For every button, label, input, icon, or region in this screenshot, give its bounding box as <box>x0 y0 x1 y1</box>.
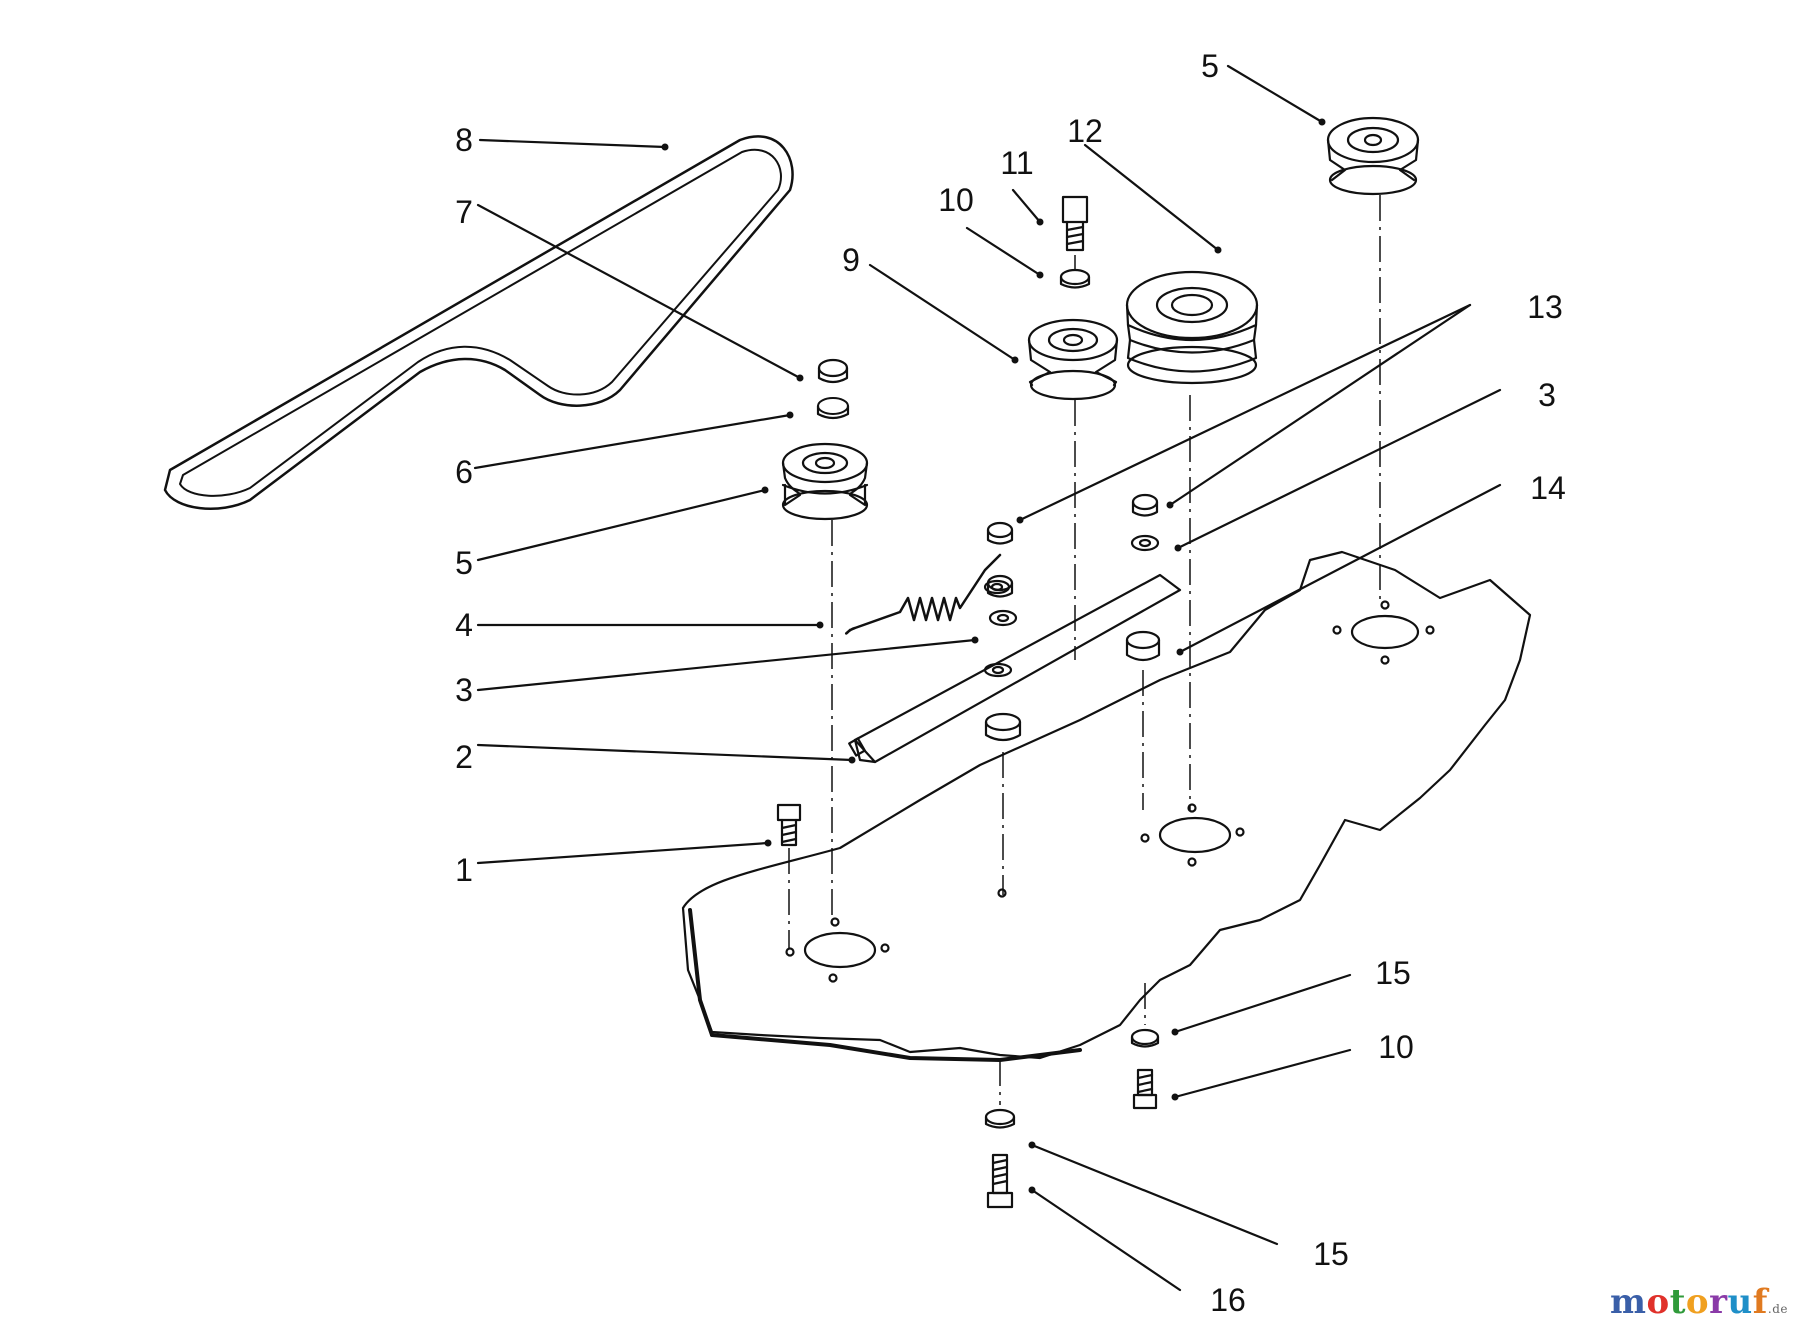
pulley-9 <box>1027 318 1119 401</box>
watermark-letter: m <box>1610 1282 1647 1322</box>
watermark-letter: o <box>1646 1282 1670 1322</box>
callout-15-right: 15 <box>1375 955 1411 991</box>
nut-7 <box>817 358 849 378</box>
bolt-11 <box>1061 195 1089 252</box>
callout-13: 13 <box>1527 289 1563 325</box>
washer-3-left <box>988 609 1018 627</box>
spacer-left <box>984 712 1022 742</box>
watermark-letter: f <box>1752 1282 1768 1322</box>
washer-15-bottom <box>984 1108 1016 1126</box>
washer-15-right <box>1130 1028 1160 1046</box>
callout-10-bottom: 10 <box>1378 1029 1414 1065</box>
nut-13-left <box>986 521 1014 545</box>
tension-spring <box>844 553 1002 635</box>
callout-3-right: 3 <box>1538 377 1556 413</box>
callout-6: 6 <box>455 454 473 490</box>
bolt-16 <box>986 1153 1014 1209</box>
washer-3-right <box>1130 534 1160 552</box>
watermark-letter: o <box>1685 1282 1710 1322</box>
drive-belt <box>163 135 794 510</box>
deck-hole-center <box>1140 803 1245 867</box>
spacer-14 <box>1125 630 1161 662</box>
watermark-logo: motoruf.de <box>1610 1282 1788 1322</box>
callout-7: 7 <box>455 194 473 230</box>
callout-3-left: 3 <box>455 672 473 708</box>
callout-4: 4 <box>455 607 473 643</box>
watermark-letter: t <box>1669 1282 1686 1322</box>
watermark-suffix: .de <box>1767 1302 1788 1316</box>
pulley-right <box>1326 116 1420 196</box>
nut-13-right <box>1131 493 1159 517</box>
pulley-12 <box>1125 270 1259 385</box>
washer-10-top <box>1059 268 1091 286</box>
pulley-left <box>781 442 869 521</box>
callout-12: 12 <box>1067 113 1103 149</box>
watermark-letter: u <box>1727 1282 1753 1322</box>
callout-5-right: 5 <box>1201 48 1219 84</box>
deck-hole-left <box>785 917 890 983</box>
callout-16: 16 <box>1210 1282 1246 1318</box>
deck-plate <box>681 550 1532 1060</box>
deck-hole-right <box>1332 600 1435 665</box>
washer-6 <box>817 397 849 415</box>
callout-14: 14 <box>1530 470 1566 506</box>
callout-2: 2 <box>455 739 473 775</box>
callout-5-left: 5 <box>455 545 473 581</box>
watermark-letter: r <box>1709 1282 1728 1322</box>
bolt-1 <box>776 803 802 847</box>
callout-15-bottom: 15 <box>1313 1236 1349 1272</box>
nut-13-mid <box>986 574 1014 598</box>
callout-9: 9 <box>842 242 860 278</box>
callout-11: 11 <box>1000 145 1034 181</box>
callout-1: 1 <box>455 852 473 888</box>
idler-arm <box>848 573 1182 764</box>
callout-10-top: 10 <box>938 182 974 218</box>
callout-8: 8 <box>455 122 473 158</box>
bolt-10-right <box>1132 1068 1158 1110</box>
